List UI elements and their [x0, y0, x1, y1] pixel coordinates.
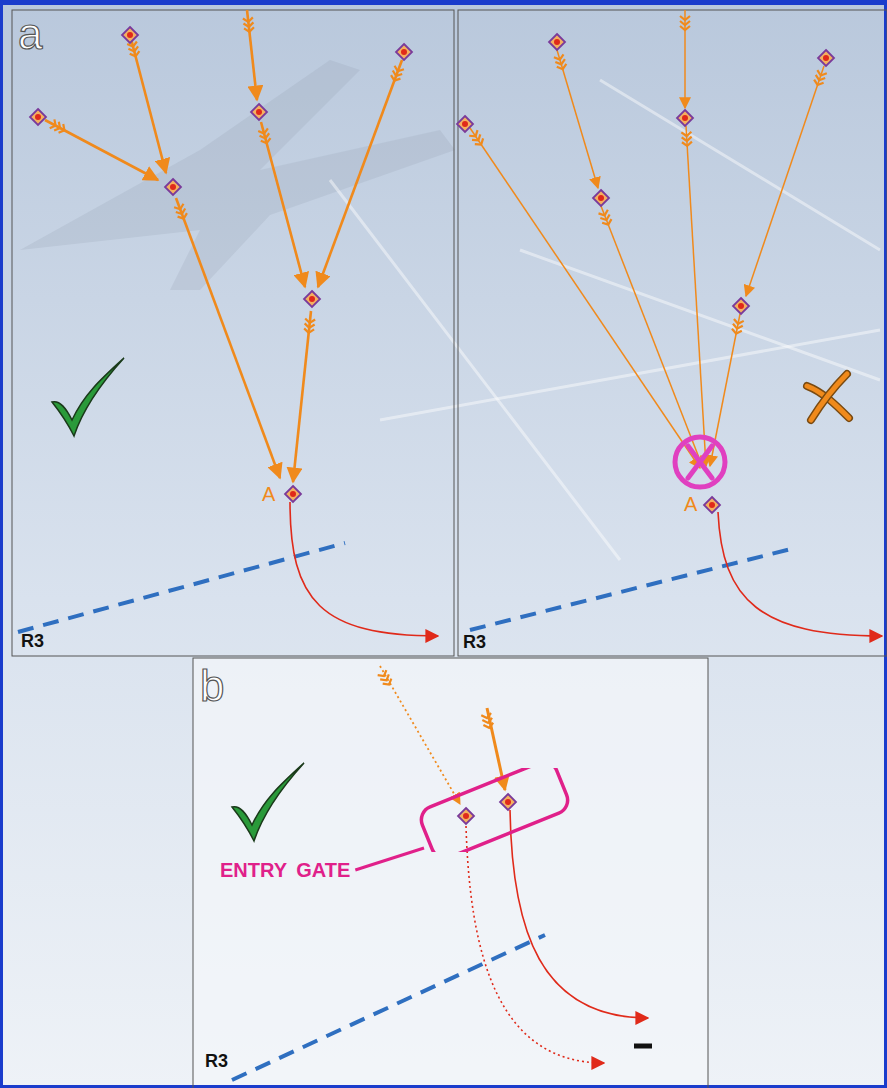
route-start-chevrons [390, 66, 404, 83]
waypoint-symbol [704, 497, 720, 513]
panel-frame [193, 658, 708, 1088]
route-start-chevrons [258, 128, 271, 144]
waypoint-symbol [251, 104, 267, 120]
waypoint-symbol [677, 110, 693, 126]
panel-frame [12, 10, 454, 656]
waypoint-symbol [165, 179, 181, 195]
route-start-chevrons [304, 318, 315, 333]
route-leg [130, 35, 166, 173]
route-leg [746, 66, 824, 296]
waypoint-symbol [733, 298, 749, 314]
departure-path [290, 502, 438, 636]
route-leg [470, 128, 700, 468]
panel-ground [193, 658, 708, 1088]
route-start-chevrons [481, 713, 494, 729]
dash-mark [634, 1044, 652, 1049]
waypoint-symbol [549, 34, 565, 50]
departure-path [510, 810, 648, 1018]
waypoint-symbol [304, 291, 320, 307]
route-start-chevrons [469, 130, 485, 147]
gate-label: ENTRY GATE [220, 860, 350, 880]
waypoint-label: A [684, 494, 697, 514]
waypoint-symbol [285, 486, 301, 502]
runway-label: R3 [205, 1052, 228, 1070]
route-start-chevrons [681, 132, 692, 147]
runway-line [470, 548, 795, 630]
route-leg [557, 50, 598, 188]
route-start-chevrons [378, 670, 394, 687]
cross-mark [807, 374, 849, 420]
waypoint-symbol [30, 109, 46, 125]
route-start-chevrons [599, 210, 613, 227]
leader-line [355, 848, 424, 870]
entry-gate-outline [412, 768, 577, 852]
waypoint-symbol [500, 794, 516, 810]
departure-path [466, 826, 604, 1063]
route-leg [293, 311, 311, 482]
route-leg [261, 122, 305, 287]
waypoint-symbol [593, 190, 609, 206]
runway-line [232, 935, 545, 1080]
top-bar [0, 0, 887, 5]
route-start-chevrons [50, 119, 67, 134]
runway-line [18, 543, 345, 632]
contrail [600, 80, 880, 250]
check-mark [232, 763, 304, 841]
route-start-chevrons [554, 54, 568, 70]
route-leg [380, 666, 460, 804]
panel-letter: b [200, 664, 224, 708]
waypoint-symbol [458, 808, 474, 824]
route-start-chevrons [243, 17, 254, 32]
entry-gate-box: ENTRY GATE [412, 768, 577, 852]
waypoint-symbol [122, 27, 138, 43]
waypoint-symbol [396, 44, 412, 60]
waypoint-symbol [457, 116, 473, 132]
departure-path [718, 512, 882, 636]
panel-frame [458, 10, 887, 656]
route-start-chevrons [813, 70, 827, 86]
waypoint-label: A [262, 484, 275, 504]
check-mark [52, 358, 124, 436]
route-start-chevrons [680, 16, 690, 30]
panel-letter: a [18, 12, 42, 56]
route-start-chevrons [174, 204, 188, 221]
runway-label: R3 [463, 633, 486, 651]
route-leg [318, 60, 402, 287]
route-leg [601, 206, 703, 468]
runway-label: R3 [21, 632, 44, 650]
contrail [330, 180, 620, 560]
route-leg [45, 120, 158, 180]
contrail [380, 330, 880, 420]
aircraft-silhouette [20, 60, 455, 290]
route-start-chevrons [731, 319, 744, 335]
conflict-mark [675, 437, 725, 487]
waypoint-symbol [818, 50, 834, 66]
route-start-chevrons [127, 41, 140, 57]
route-leg [686, 126, 706, 466]
route-leg [176, 198, 280, 478]
